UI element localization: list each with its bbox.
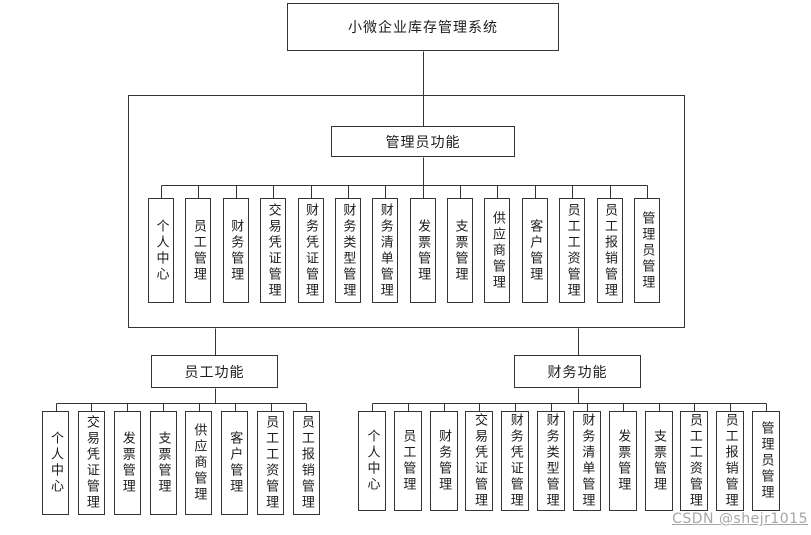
function-node: 员工管理 — [185, 198, 212, 303]
function-node-label: 财务管理 — [436, 429, 452, 493]
function-node: 员工报销管理 — [292, 411, 320, 515]
function-node-label: 财务清单管理 — [377, 202, 393, 299]
function-node: 财务清单管理 — [572, 411, 601, 511]
function-node: 供应商管理 — [484, 198, 511, 303]
function-node-label: 支票管理 — [651, 429, 666, 493]
function-node-label: 财务类型管理 — [543, 413, 559, 509]
function-node: 员工工资管理 — [680, 411, 709, 511]
staff-functions-node: 员工功能 — [151, 355, 278, 388]
function-node: 交易凭证管理 — [260, 198, 287, 303]
function-node: 财务类型管理 — [334, 198, 361, 303]
function-node-label: 个人中心 — [48, 431, 63, 495]
function-node-label: 员工管理 — [400, 429, 416, 493]
admin-children-row: 个人中心 员工管理 财务管理 交易凭证管理 财务凭证管理 财务类型管理 财务 — [148, 198, 660, 303]
admin-functions-node: 管理员功能 — [331, 126, 515, 157]
finance-functions-node: 财务功能 — [514, 355, 641, 388]
function-node: 员工工资管理 — [257, 411, 285, 515]
function-node-label: 交易凭证管理 — [471, 413, 487, 509]
function-node-label: 交易凭证管理 — [83, 415, 99, 511]
function-node: 管理员管理 — [751, 411, 780, 511]
function-node: 员工报销管理 — [716, 411, 745, 511]
function-node-label: 客户管理 — [527, 218, 543, 283]
function-node-label: 管理员管理 — [639, 210, 655, 291]
function-node-label: 员工报销管理 — [298, 415, 314, 511]
function-node: 财务类型管理 — [537, 411, 566, 511]
function-node-label: 财务凭证管理 — [507, 413, 523, 509]
function-node: 管理员管理 — [633, 198, 660, 303]
function-node-label: 发票管理 — [615, 429, 631, 493]
function-node: 支票管理 — [447, 198, 473, 303]
function-node: 发票管理 — [608, 411, 637, 511]
function-node-label: 员工报销管理 — [722, 413, 738, 509]
function-node: 客户管理 — [521, 198, 548, 303]
function-node: 支票管理 — [149, 411, 177, 515]
function-node: 财务凭证管理 — [297, 198, 324, 303]
function-node-label: 供应商管理 — [191, 423, 207, 503]
function-node: 财务清单管理 — [372, 198, 399, 303]
function-node-label: 供应商管理 — [489, 210, 505, 291]
function-node: 发票管理 — [409, 198, 436, 303]
function-node-label: 财务类型管理 — [340, 202, 356, 299]
function-node: 员工管理 — [393, 411, 422, 511]
function-node-label: 发票管理 — [119, 431, 135, 495]
function-node-label: 财务管理 — [228, 218, 244, 283]
function-node-label: 员工报销管理 — [602, 202, 617, 299]
system-root-label: 小微企业库存管理系统 — [348, 20, 498, 36]
function-node: 交易凭证管理 — [77, 411, 105, 515]
function-node: 个人中心 — [42, 411, 69, 515]
function-node-label: 财务凭证管理 — [303, 202, 318, 299]
watermark: CSDN @shejr1015 — [672, 511, 808, 527]
function-node-label: 客户管理 — [227, 431, 243, 495]
function-node: 客户管理 — [221, 411, 249, 515]
function-node: 发票管理 — [113, 411, 141, 515]
system-root-node: 小微企业库存管理系统 — [287, 3, 559, 51]
function-node-label: 交易凭证管理 — [265, 202, 281, 299]
function-node-label: 发票管理 — [415, 218, 431, 283]
function-node: 财务凭证管理 — [501, 411, 530, 511]
function-node-label: 个人中心 — [153, 218, 169, 283]
function-node: 员工工资管理 — [559, 198, 586, 303]
function-node-label: 支票管理 — [155, 431, 171, 495]
function-node: 财务管理 — [429, 411, 458, 511]
function-node-label: 管理员管理 — [758, 421, 774, 501]
function-node-label: 个人中心 — [364, 429, 380, 493]
function-node: 个人中心 — [148, 198, 174, 303]
function-node: 交易凭证管理 — [465, 411, 494, 511]
function-node: 员工报销管理 — [596, 198, 623, 303]
function-node: 财务管理 — [222, 198, 249, 303]
function-node-label: 支票管理 — [452, 218, 468, 283]
function-node-label: 财务清单管理 — [579, 413, 595, 509]
finance-children-row: 个人中心 员工管理 财务管理 交易凭证管理 财务凭证管理 财务类型管理 财务 — [358, 411, 780, 511]
function-node-label: 员工工资管理 — [564, 202, 580, 299]
function-node: 供应商管理 — [185, 411, 213, 515]
admin-group-frame — [128, 95, 685, 328]
function-node: 个人中心 — [358, 411, 386, 511]
function-node-label: 员工工资管理 — [263, 415, 279, 511]
function-node: 支票管理 — [644, 411, 673, 511]
function-node-label: 员工工资管理 — [686, 413, 702, 509]
function-node-label: 员工管理 — [190, 218, 206, 283]
admin-functions-label: 管理员功能 — [385, 134, 461, 151]
finance-functions-label: 财务功能 — [547, 364, 608, 381]
staff-functions-label: 员工功能 — [184, 364, 245, 381]
staff-children-row: 个人中心 交易凭证管理 发票管理 支票管理 供应商管理 客户管理 员工工资管 — [42, 411, 320, 515]
